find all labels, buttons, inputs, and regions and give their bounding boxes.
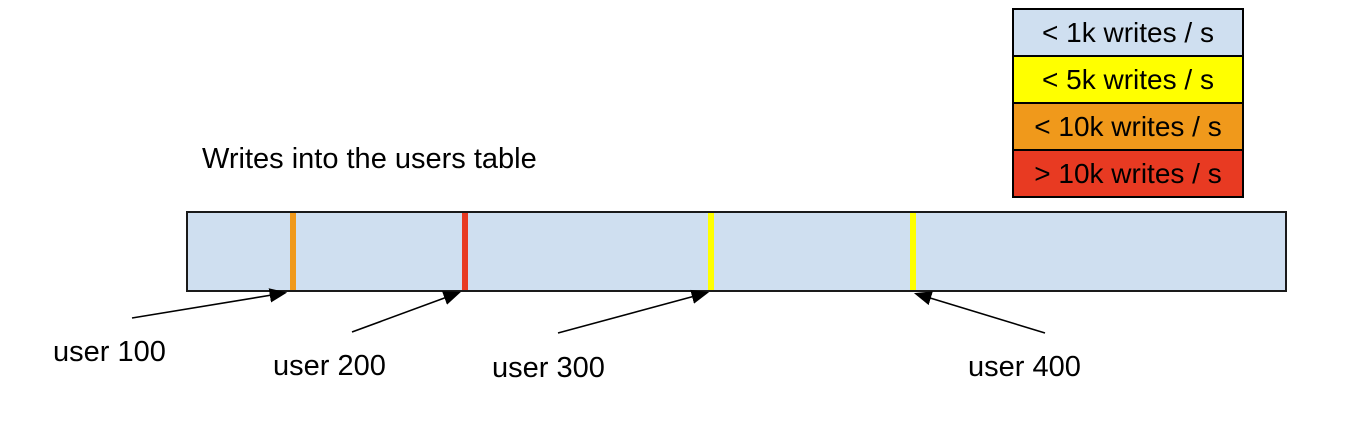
arrow-user-400 [913,291,1046,334]
arrow-user-300 [557,289,710,334]
legend-item-under-10k: < 10k writes / s [1012,102,1244,151]
label-user-100: user 100 [53,336,166,368]
arrow-user-200 [351,291,462,333]
legend-item-over-10k: > 10k writes / s [1012,149,1244,198]
legend-item-under-1k: < 1k writes / s [1012,8,1244,57]
arrow-user-100 [131,288,288,319]
legend-item-under-5k: < 5k writes / s [1012,55,1244,104]
hotspot-tick-user-200 [462,213,468,290]
hotspot-tick-user-400 [910,213,916,290]
hotspot-tick-user-300 [708,213,714,290]
label-user-200: user 200 [273,350,386,382]
legend: < 1k writes / s < 5k writes / s < 10k wr… [1012,8,1244,198]
users-table-bar [186,211,1287,292]
label-user-400: user 400 [968,351,1081,383]
diagram-title: Writes into the users table [202,143,537,175]
label-user-300: user 300 [492,352,605,384]
hotspot-tick-user-100 [290,213,296,290]
